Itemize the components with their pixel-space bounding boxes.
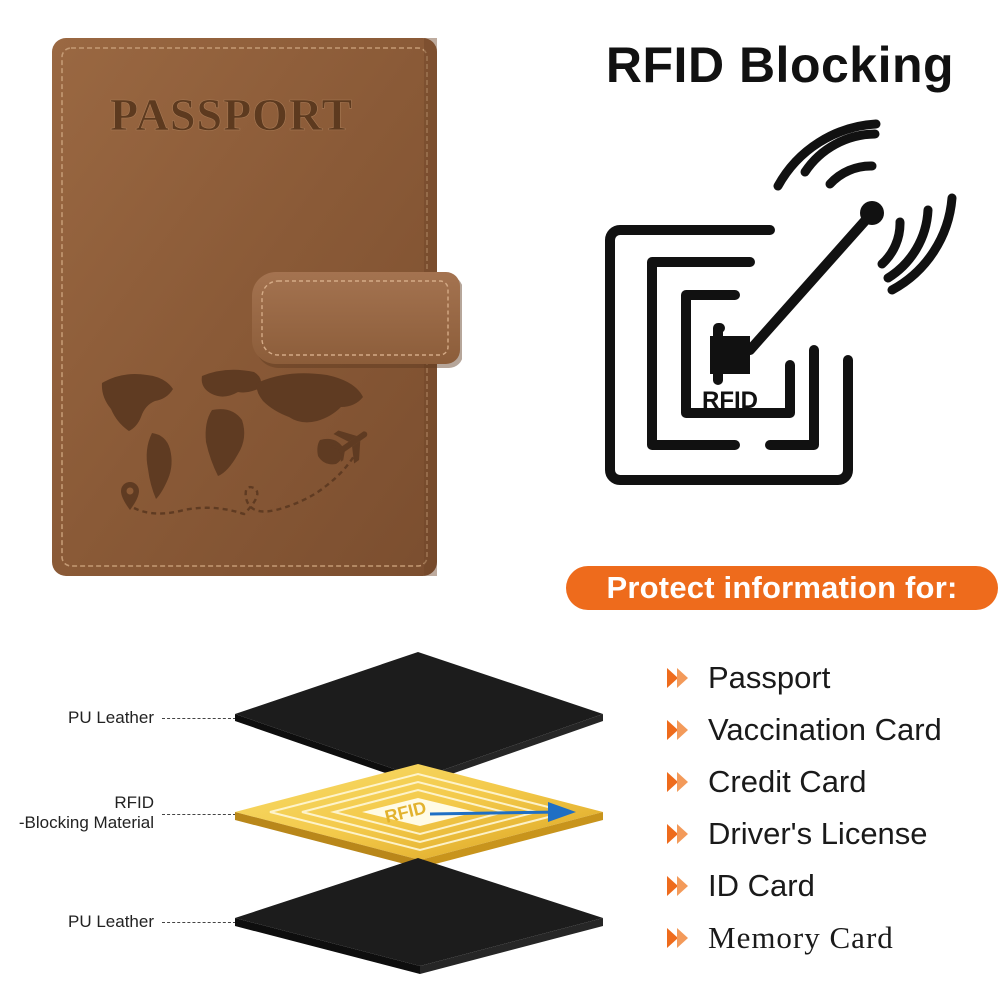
map-pin-icon [121,482,139,510]
passport-cover-text: PASSPORT [110,89,353,140]
leader-line [162,814,236,815]
chevron-right-double-icon [667,928,688,948]
layer-label-middle-line1: RFID [114,793,154,812]
layer-label-middle-line2: -Blocking Material [18,813,154,832]
list-item-label: Vaccination Card [708,712,942,747]
chevron-right-double-icon [667,772,688,792]
list-item-label: Memory Card [708,920,894,955]
leader-line [162,922,236,923]
list-item-label: ID Card [708,868,815,903]
pu-leather-layer-top [235,652,603,785]
layer-label-top: PU Leather [68,708,154,727]
banner-text: Protect information for: [606,570,958,605]
chevron-right-double-icon [667,668,688,688]
layer-label-middle: RFID -Blocking Material [19,793,154,833]
airplane-icon [330,430,368,464]
list-item-label: Driver's License [708,816,928,851]
leader-line [162,718,236,719]
list-item: Vaccination Card [664,704,1000,756]
list-item-label: Passport [708,660,831,695]
list-item: Memory Card [664,912,1000,964]
list-item: Passport [664,652,1000,704]
rfid-symbol-label: RFID [702,387,758,414]
clasp-strap [252,272,462,368]
chevron-right-double-icon [667,824,688,844]
layer-label-bottom: PU Leather [68,912,154,931]
list-item: ID Card [664,860,1000,912]
page-title: RFID Blocking [605,37,955,93]
protected-items-list: Passport Vaccination Card Credit Card Dr… [664,652,1000,964]
chevron-right-double-icon [667,876,688,896]
list-item: Driver's License [664,808,1000,860]
chevron-right-double-icon [667,720,688,740]
world-map-icon [101,369,363,499]
rfid-symbol-icon: RFID [605,119,957,485]
pu-leather-layer-bottom [235,858,603,974]
list-item: Credit Card [664,756,1000,808]
protect-info-banner: Protect information for: [566,566,998,610]
list-item-label: Credit Card [708,764,867,799]
passport-wallet-image: PASSPORT [52,38,462,576]
layer-diagram: RFID [235,652,603,974]
rfid-blocking-layer: RFID [235,764,603,868]
